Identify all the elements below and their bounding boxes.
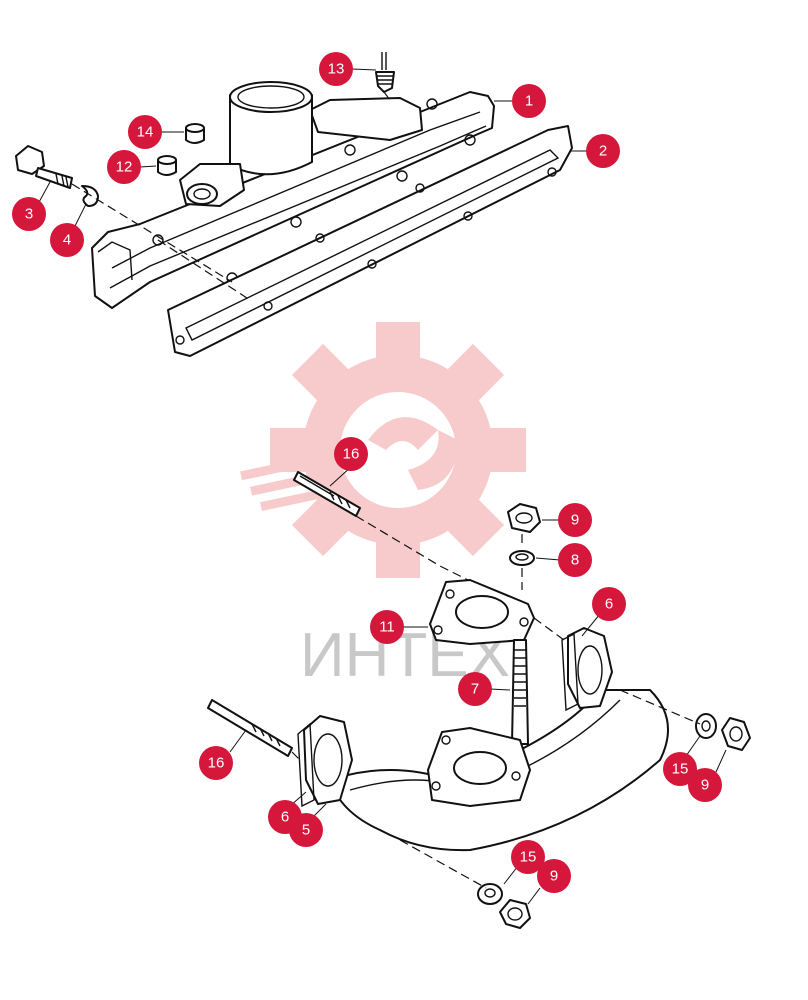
flange-gasket-part-11 bbox=[429, 579, 535, 645]
callout-14: 14 bbox=[128, 115, 162, 149]
pipe-gasket-right-part-6 bbox=[561, 632, 579, 712]
callout-15-bottom: 15 bbox=[511, 840, 545, 874]
svg-text:4: 4 bbox=[63, 232, 71, 249]
svg-text:9: 9 bbox=[571, 512, 579, 529]
callout-9-right: 9 bbox=[688, 768, 722, 802]
nut-upper-part-9 bbox=[507, 503, 541, 533]
bolt-part-3 bbox=[15, 145, 73, 189]
svg-text:3: 3 bbox=[25, 206, 33, 223]
watermark-gear-logo bbox=[240, 322, 526, 578]
svg-text:6: 6 bbox=[281, 809, 289, 826]
svg-text:1: 1 bbox=[525, 93, 533, 110]
alignment-lines bbox=[71, 91, 701, 889]
plug-part-12 bbox=[157, 155, 177, 176]
leader-lines bbox=[37, 68, 727, 905]
washer-upper-part-8 bbox=[509, 550, 535, 566]
svg-text:6: 6 bbox=[605, 596, 613, 613]
callout-9-bottom: 9 bbox=[537, 859, 571, 893]
stud-lower-part-16 bbox=[207, 699, 293, 757]
callout-7: 7 bbox=[458, 672, 492, 706]
intake-manifold bbox=[91, 81, 495, 309]
callout-2: 2 bbox=[586, 134, 620, 168]
callout-badges: 1 2 3 4 5 6 6 7 8 9 9 9 11 12 13 14 15 1… bbox=[12, 52, 722, 893]
washer-bottom-part-15 bbox=[477, 883, 503, 905]
long-stud-part-7 bbox=[511, 639, 529, 745]
manifold-gasket bbox=[167, 125, 573, 357]
callout-13: 13 bbox=[319, 52, 353, 86]
svg-text:5: 5 bbox=[302, 822, 310, 839]
svg-text:13: 13 bbox=[328, 61, 345, 78]
callout-8: 8 bbox=[558, 543, 592, 577]
washer-right-part-15 bbox=[695, 713, 717, 739]
svg-text:7: 7 bbox=[471, 681, 479, 698]
nut-bottom-part-9 bbox=[499, 899, 531, 929]
callout-4: 4 bbox=[50, 223, 84, 257]
svg-text:9: 9 bbox=[701, 777, 709, 794]
svg-text:15: 15 bbox=[672, 761, 689, 778]
callout-3: 3 bbox=[12, 197, 46, 231]
fitting-part-13 bbox=[375, 52, 395, 93]
svg-text:8: 8 bbox=[571, 552, 579, 569]
callout-1: 1 bbox=[512, 84, 546, 118]
callout-6-lower: 6 bbox=[268, 800, 302, 834]
washer-part-4 bbox=[81, 185, 99, 207]
svg-text:9: 9 bbox=[550, 868, 558, 885]
svg-text:12: 12 bbox=[116, 159, 133, 176]
svg-text:2: 2 bbox=[599, 143, 607, 160]
svg-text:15: 15 bbox=[520, 849, 537, 866]
svg-text:16: 16 bbox=[208, 755, 225, 772]
callout-11: 11 bbox=[370, 610, 404, 644]
callout-16-lower: 16 bbox=[199, 746, 233, 780]
callout-16-upper: 16 bbox=[334, 437, 368, 471]
callout-9-upper: 9 bbox=[558, 503, 592, 537]
exhaust-y-pipe-part-5 bbox=[303, 627, 669, 852]
cap-part-14 bbox=[185, 123, 205, 144]
svg-text:14: 14 bbox=[137, 124, 154, 141]
svg-text:11: 11 bbox=[379, 619, 395, 636]
callout-6-upper: 6 bbox=[592, 587, 626, 621]
pipe-gasket-left-part-6 bbox=[297, 722, 315, 808]
callout-12: 12 bbox=[107, 150, 141, 184]
svg-text:16: 16 bbox=[343, 446, 360, 463]
nut-right-part-9 bbox=[721, 717, 751, 751]
callout-15-right: 15 bbox=[663, 752, 697, 786]
